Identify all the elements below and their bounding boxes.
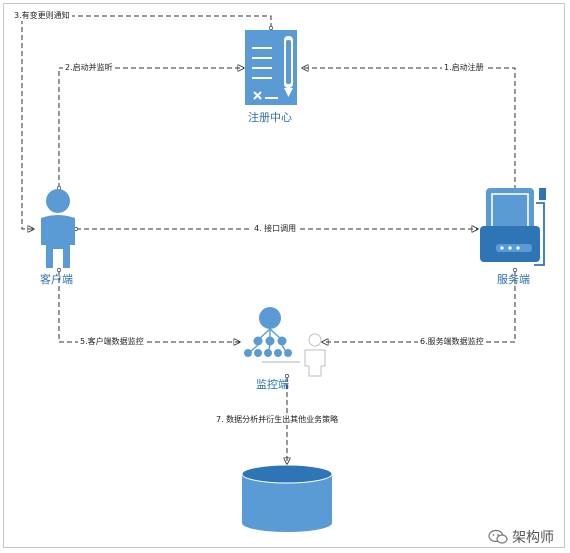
monitor-label: 监控端 xyxy=(256,378,289,391)
edge-5-client-monitor xyxy=(59,270,240,342)
registry-label: 注册中心 xyxy=(248,111,292,124)
tablet-device-icon xyxy=(480,188,546,266)
diagram-frame xyxy=(3,3,565,548)
database-cylinder-icon xyxy=(241,464,333,532)
edge-label-6: 6.服务端数据监控 xyxy=(418,336,486,347)
edge-1-register xyxy=(302,68,515,190)
client-label: 客户端 xyxy=(40,273,73,286)
edge-label-5: 5.客户端数据监控 xyxy=(78,336,146,347)
edge-2-listen xyxy=(59,68,244,188)
edge-label-1: 1.启动注册 xyxy=(442,62,486,73)
edge-label-7: 7. 数据分析并衍生出其他业务策略 xyxy=(214,414,341,425)
edge-6-server-monitor xyxy=(322,270,515,342)
edge-label-3: 3.有变更则通知 xyxy=(12,10,72,21)
clipboard-document-icon xyxy=(245,30,297,105)
user-person-icon xyxy=(41,189,75,268)
server-label: 服务端 xyxy=(497,273,530,286)
watermark: 架构师 xyxy=(488,527,554,547)
wechat-icon xyxy=(488,529,508,544)
edge-label-2: 2.启动并监听 xyxy=(63,62,115,73)
hierarchy-user-icon xyxy=(244,307,326,377)
edge-label-4: 4. 接口调用 xyxy=(252,223,299,234)
watermark-text: 架构师 xyxy=(512,530,554,546)
